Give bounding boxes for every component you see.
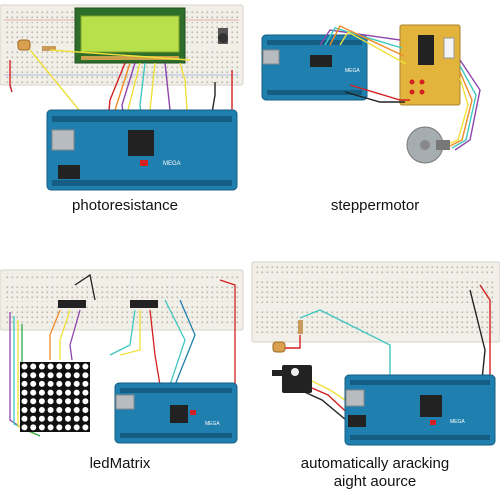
led-dot xyxy=(21,363,28,370)
led-dot xyxy=(38,380,45,387)
caption-tracking-line2: aight aource xyxy=(333,473,417,490)
potentiometer xyxy=(218,28,228,44)
stepper-motor xyxy=(406,126,450,164)
led-dot xyxy=(21,380,28,387)
breadboard-4 xyxy=(251,261,500,343)
photoresistor-4 xyxy=(272,320,303,353)
led-dot xyxy=(65,389,71,396)
led-dot xyxy=(73,380,80,387)
led-dot xyxy=(30,407,37,413)
led-dot xyxy=(30,363,37,370)
led-dot xyxy=(38,407,45,413)
breadboard-3 xyxy=(0,269,244,331)
led-dot xyxy=(73,372,80,379)
led-dot xyxy=(47,407,54,413)
led-dot xyxy=(30,415,37,422)
servo-motor xyxy=(272,365,312,393)
led-dot xyxy=(73,407,80,413)
ledmatrix-circuit: MEGA xyxy=(0,269,244,444)
led-dot xyxy=(21,372,28,379)
board-label-1: MEGA xyxy=(163,161,181,167)
steppermotor-circuit: MEGA xyxy=(261,24,481,164)
led-dot xyxy=(82,415,89,422)
led-dot xyxy=(73,389,80,396)
led-dot xyxy=(38,424,45,431)
led-dot xyxy=(65,363,71,370)
led-dot xyxy=(56,424,63,431)
led-dot xyxy=(47,372,54,379)
led-dot xyxy=(21,389,28,396)
arduino-mega-3: MEGA xyxy=(114,382,238,444)
caption-ledmatrix: ledMatrix xyxy=(89,455,151,472)
caption-photoresistance: photoresistance xyxy=(72,197,178,214)
shift-register-chips xyxy=(58,300,158,308)
led-dot xyxy=(82,407,89,413)
led-dot xyxy=(38,398,45,405)
caption-tracking-line1: automatically aracking xyxy=(300,455,450,472)
led-dot xyxy=(65,415,71,422)
led-dot xyxy=(38,372,45,379)
led-dot xyxy=(21,424,28,431)
led-dot xyxy=(56,389,63,396)
lcd-display xyxy=(74,7,186,64)
led-dot xyxy=(65,398,71,405)
led-dot xyxy=(82,389,89,396)
led-dot xyxy=(65,424,71,431)
led-dot xyxy=(21,398,28,405)
photoresistance-circuit: MEGA xyxy=(0,4,244,191)
led-dot xyxy=(73,424,80,431)
led-dot xyxy=(82,424,89,431)
led-dot xyxy=(30,389,37,396)
led-dot xyxy=(56,380,63,387)
led-dot xyxy=(30,372,37,379)
led-dot xyxy=(38,363,45,370)
led-dot xyxy=(30,424,37,431)
led-dot xyxy=(73,398,80,405)
led-dot xyxy=(56,398,63,405)
led-dot xyxy=(47,389,54,396)
led-dot xyxy=(82,363,89,370)
light-tracking-circuit: MEGA xyxy=(251,261,500,446)
wires-2 xyxy=(319,25,481,151)
led-dot xyxy=(56,415,63,422)
led-dot xyxy=(38,415,45,422)
led-dot xyxy=(30,380,37,387)
led-dot xyxy=(82,380,89,387)
led-matrix xyxy=(20,362,90,432)
photoresistor xyxy=(17,39,56,51)
caption-tracking: automatically aracking aight aource xyxy=(265,455,485,491)
led-dot xyxy=(65,372,71,379)
led-dot xyxy=(47,398,54,405)
caption-steppermotor: steppermotor xyxy=(330,197,420,214)
led-dot xyxy=(38,389,45,396)
led-dot xyxy=(82,398,89,405)
led-dot xyxy=(56,407,63,413)
led-dot xyxy=(47,415,54,422)
stepper-driver-board xyxy=(399,24,461,106)
led-dot xyxy=(47,363,54,370)
arduino-mega-4: MEGA xyxy=(344,374,496,446)
arduino-uno: MEGA xyxy=(261,34,368,101)
led-dot xyxy=(82,372,89,379)
led-dot xyxy=(47,380,54,387)
board-label-3: MEGA xyxy=(205,421,220,427)
led-dot xyxy=(65,380,71,387)
board-label-4: MEGA xyxy=(450,419,465,425)
led-dot xyxy=(73,363,80,370)
arduino-mega-1: MEGA xyxy=(46,109,238,191)
led-dot xyxy=(21,407,28,413)
led-dot xyxy=(21,415,28,422)
led-dot xyxy=(56,372,63,379)
led-dot xyxy=(65,407,71,413)
led-dot xyxy=(30,398,37,405)
board-label-2: MEGA xyxy=(345,68,360,74)
led-dot xyxy=(47,424,54,431)
led-dot xyxy=(73,415,80,422)
led-dot xyxy=(56,363,63,370)
